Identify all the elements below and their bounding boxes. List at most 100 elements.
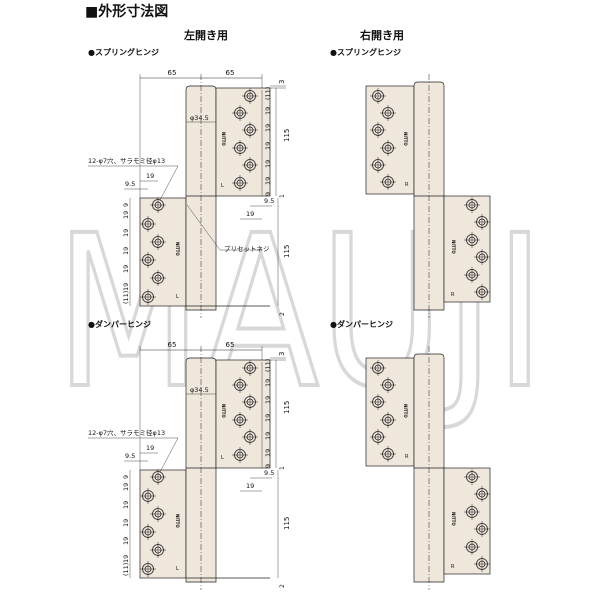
leaf-mark-left: L [221, 455, 224, 461]
brand-mark: NITTO [175, 514, 180, 528]
lower-pitch-dim: 19 [122, 229, 130, 237]
width-right-dim: 65 [226, 69, 235, 77]
upper-pitch-dim: 19 [264, 160, 272, 168]
screw-hole-icon [380, 377, 396, 393]
screw-hole-icon [474, 486, 490, 502]
screw-hole-icon [464, 469, 480, 485]
note-leader [159, 165, 179, 201]
offset-19-dim: 19 [246, 482, 254, 490]
screw-hole-icon [380, 105, 396, 121]
screw-hole-icon [474, 284, 490, 300]
screw-hole-icon [232, 412, 248, 428]
upper-pitch-dim: 19 [264, 414, 272, 422]
lower-pitch-dim: 19 [122, 537, 130, 545]
lower-leaf [139, 197, 187, 307]
offset-95-dim: 9.5 [125, 452, 135, 460]
upper-pitch-dim: 19 [264, 142, 272, 150]
lower-leaf [139, 469, 187, 579]
upper-pitch-dim: 19 [264, 379, 272, 387]
upper-pitch-dim: 19 [264, 124, 272, 132]
leaf-mark-left: L [176, 294, 179, 300]
screw-hole-icon [140, 488, 156, 504]
screw-hole-icon [140, 524, 156, 540]
lower-pitch-dim: 19 [122, 555, 130, 563]
lower-pitch-dim: 9 [122, 203, 130, 207]
screw-hole-icon [370, 157, 386, 173]
note-leader [159, 437, 179, 473]
holes-note: 12-φ7穴、サラモミ径φ13 [88, 428, 165, 437]
screw-hole-icon [242, 88, 258, 104]
lower-pitch-dim: 19 [122, 283, 130, 291]
screw-hole-icon [150, 234, 166, 250]
screw-hole-icon [242, 394, 258, 410]
screw-hole-icon [380, 174, 396, 190]
bottom-gap-dim: 2 [279, 584, 286, 588]
bottom-gap-dim: 2 [279, 312, 286, 316]
lower-pitch-dim: (11) [122, 291, 130, 304]
screw-hole-icon [150, 506, 166, 522]
screw-hole-icon [464, 504, 480, 520]
lower-height-dim: 115 [283, 517, 291, 530]
screw-hole-icon [140, 252, 156, 268]
screw-hole-icon [380, 446, 396, 462]
lower-height-dim: 115 [283, 245, 291, 258]
right-hinge-type-label: ●ダンパーヒンジ [330, 319, 393, 329]
lower-pitch-dim: 19 [122, 265, 130, 273]
top-gap-dim: 3 [278, 352, 286, 356]
upper-pitch-dim: 19 [264, 432, 272, 440]
screw-hole-icon [474, 556, 490, 572]
upper-height-dim: 115 [283, 401, 291, 414]
screw-hole-icon [380, 412, 396, 428]
screw-hole-icon [150, 542, 166, 558]
width-left-dim: 65 [168, 69, 177, 77]
offset-19-dim: 19 [146, 172, 154, 180]
leaf-mark-left: L [221, 183, 224, 189]
screw-hole-icon [474, 521, 490, 537]
screw-hole-icon [474, 249, 490, 265]
offset-19-dim: 19 [146, 444, 154, 452]
lower-pitch-dim: 19 [122, 211, 130, 219]
leaf-mark-right: R [405, 454, 409, 460]
lower-pitch-dim: 19 [122, 501, 130, 509]
top-gap-dim: 3 [278, 80, 286, 84]
upper-pitch-dim: (11) [264, 87, 272, 100]
screw-hole-icon [370, 122, 386, 138]
upper-leaf [365, 85, 415, 195]
offset-95-dim: 9.5 [264, 197, 274, 205]
screw-hole-icon [150, 469, 166, 485]
offset-19-dim: 19 [246, 210, 254, 218]
brand-mark: NITTO [221, 404, 226, 418]
left-hinge-type-label: ●ダンパーヒンジ [88, 319, 151, 329]
brand-mark: NITTO [403, 132, 408, 146]
upper-pitch-dim: (11) [264, 359, 272, 372]
preset-screw-label: プリセットネジ [224, 245, 270, 253]
leaf-mark-right: R [451, 292, 455, 298]
screw-hole-icon [232, 377, 248, 393]
leaf-mark-right: R [405, 182, 409, 188]
screw-hole-icon [464, 267, 480, 283]
lower-pitch-dim: 19 [122, 247, 130, 255]
offset-95-dim: 9.5 [125, 180, 135, 188]
leaf-mark-left: L [176, 566, 179, 572]
width-right-dim: 65 [226, 341, 235, 349]
lower-leaf [443, 467, 491, 575]
upper-leaf [365, 357, 415, 467]
screw-hole-icon [232, 175, 248, 191]
screw-hole-icon [242, 429, 258, 445]
barrel-diameter-dim: φ34.5 [190, 114, 209, 122]
screw-hole-icon [370, 394, 386, 410]
screw-hole-icon [232, 140, 248, 156]
brand-mark: NITTO [403, 404, 408, 418]
screw-hole-icon [370, 429, 386, 445]
screw-hole-icon [150, 270, 166, 286]
holes-note: 12-φ7穴、サラモミ径φ13 [88, 156, 165, 165]
screw-hole-icon [370, 88, 386, 104]
right-opening-title: 右開き用 [359, 28, 404, 42]
upper-pitch-dim: 19 [264, 107, 272, 115]
right-hinge-type-label: ●スプリングヒンジ [330, 47, 401, 57]
page-heading: ■外形寸法図 [85, 3, 168, 20]
